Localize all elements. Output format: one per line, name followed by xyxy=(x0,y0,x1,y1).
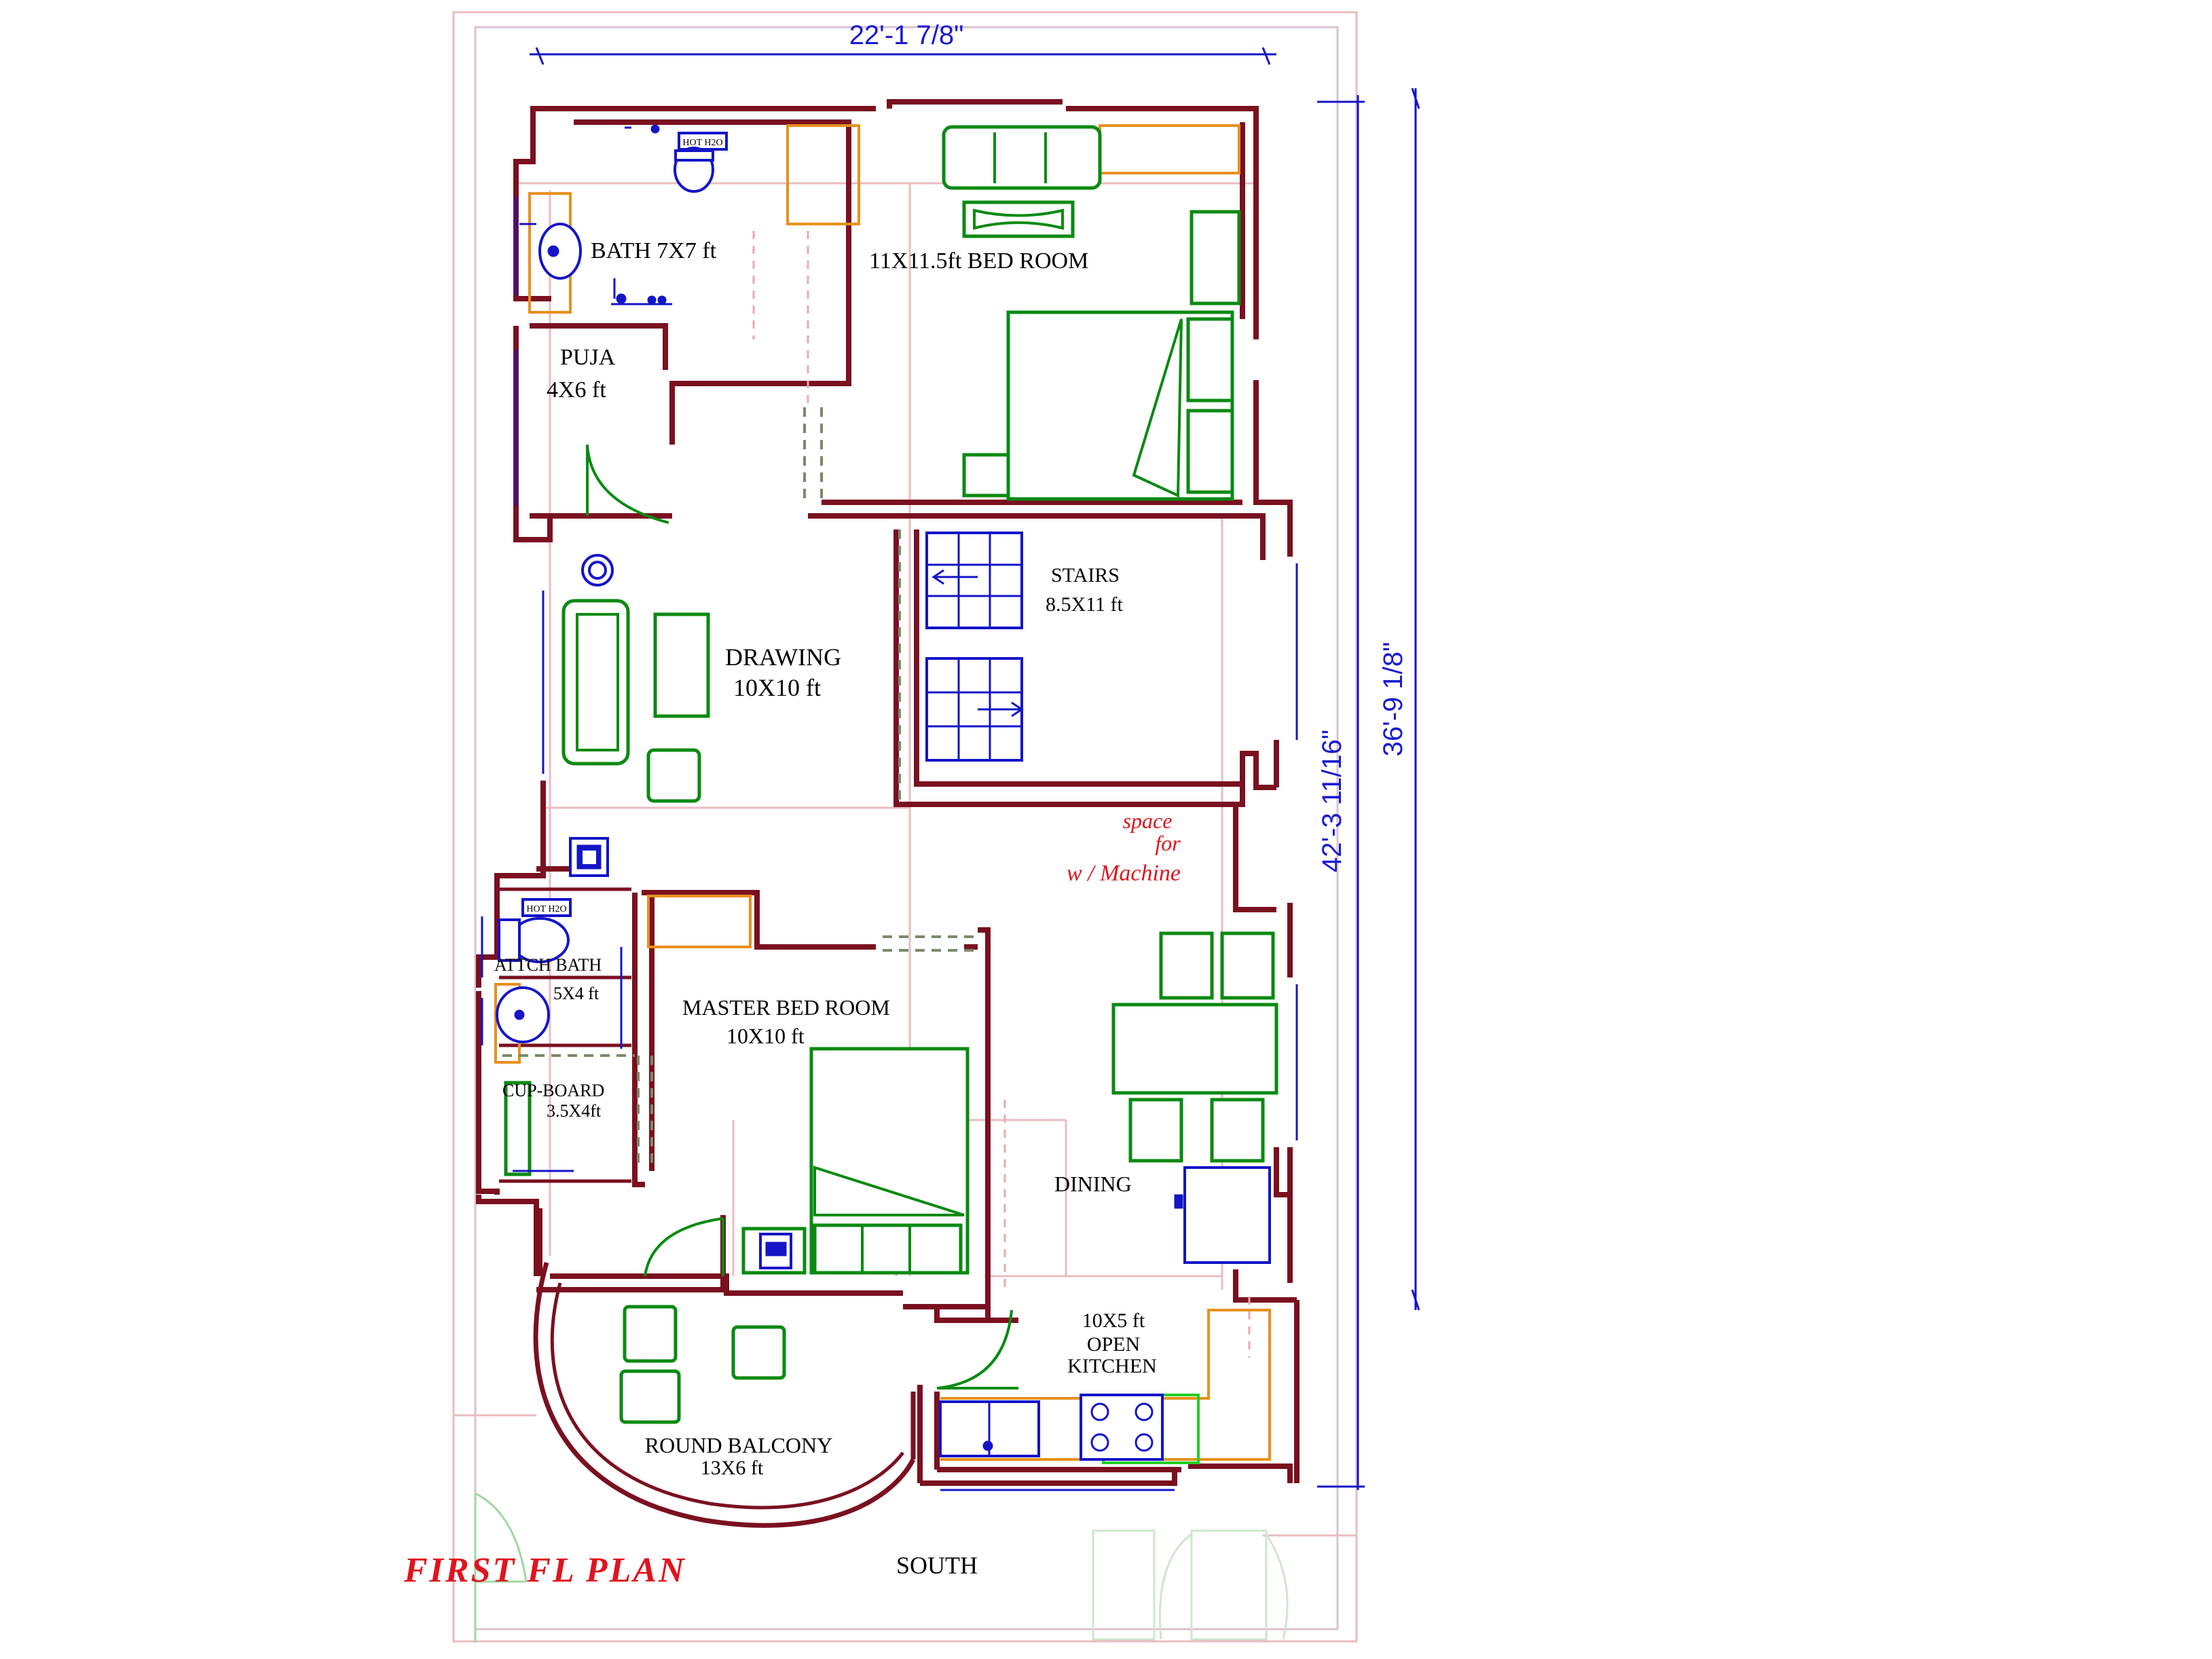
attch-bath-label: ATTCH BATH xyxy=(494,955,602,975)
orientation-label: SOUTH xyxy=(896,1552,978,1579)
windows xyxy=(481,197,1298,1491)
master-bed-size-label: 10X10 ft xyxy=(726,1024,805,1048)
master-bed-furniture xyxy=(741,1047,970,1275)
fridge-icon xyxy=(1183,1166,1271,1264)
puja-size-label: 4X6 ft xyxy=(547,377,606,403)
width-dimension-label: 22'-1 7/8" xyxy=(849,20,964,50)
drawing-sofa-icon xyxy=(561,599,630,766)
kitchen-label-2: KITCHEN xyxy=(1067,1355,1157,1377)
plot-outline xyxy=(452,11,1358,1643)
bath-label: BATH 7X7 ft xyxy=(591,238,717,263)
balcony-furniture xyxy=(619,1305,786,1424)
dining-furniture xyxy=(1111,931,1278,1264)
stove-icon xyxy=(1080,1394,1164,1461)
balcony-size-label: 13X6 ft xyxy=(701,1457,764,1479)
master-bed-label: MASTER BED ROOM xyxy=(682,995,890,1020)
cupboard-size-label: 3.5X4ft xyxy=(547,1101,602,1121)
for-text: for xyxy=(1155,831,1181,855)
height-dimensions: 42'-3 11/16" 36'-9 1/8" xyxy=(1317,88,1420,1490)
entry-door-left xyxy=(474,1492,528,1643)
bedroom-furniture xyxy=(942,125,1241,501)
entry-gate xyxy=(1092,1529,1289,1641)
water-heater-icon xyxy=(678,132,728,151)
round-balcony-wall xyxy=(533,1262,916,1528)
stairs-label: STAIRS xyxy=(1051,564,1120,586)
stairs xyxy=(925,532,1024,762)
cupboard-shelf-icon xyxy=(504,1081,532,1176)
coffee-table-icon xyxy=(653,612,710,718)
cupboard xyxy=(504,1081,574,1176)
kitchen-size-label: 10X5 ft xyxy=(1082,1309,1145,1332)
kitchen-label-1: OPEN xyxy=(1087,1333,1140,1356)
doors xyxy=(586,444,1018,1390)
dining-table-icon xyxy=(1111,1003,1278,1095)
height-inner-label: 42'-3 11/16" xyxy=(1317,730,1347,872)
balcony-label: ROUND BALCONY xyxy=(645,1433,832,1457)
kitchen-fixtures xyxy=(939,1394,1200,1464)
table-icon xyxy=(962,200,1075,238)
drawing-label: DRAWING xyxy=(725,644,841,671)
dining-chair-icon xyxy=(1159,931,1214,1000)
attch-bath-size-label: 5X4 ft xyxy=(553,984,600,1003)
nightstand-icon xyxy=(962,453,1010,498)
machine-annotation: space for w / Machine xyxy=(1067,808,1181,886)
room-labels: BATH 7X7 ft 11X11.5ft BED ROOM PUJA 4X6 … xyxy=(494,238,1157,1479)
plan-title: FIRST FL PLAN xyxy=(403,1551,686,1590)
drawing-size-label: 10X10 ft xyxy=(733,674,821,701)
balcony-chair-icon xyxy=(623,1305,678,1363)
w-machine-text: w / Machine xyxy=(1067,861,1181,886)
cupboard-label: CUP-BOARD xyxy=(502,1081,604,1100)
stairs-size-label: 8.5X11 ft xyxy=(1046,593,1124,616)
hot-water-label-1: HOT H2O xyxy=(682,138,722,148)
dining-label: DINING xyxy=(1054,1172,1132,1196)
dashed-openings xyxy=(502,231,1251,1358)
walls xyxy=(476,99,1299,1486)
water-heater-icon-2 xyxy=(521,898,572,917)
bedroom-label: 11X11.5ft BED ROOM xyxy=(869,248,1088,274)
sofa-icon xyxy=(942,125,1102,190)
attach-bath-fixtures: HOT H2O xyxy=(496,898,623,1049)
space-text: space xyxy=(1123,808,1173,833)
height-outer-label: 36'-9 1/8" xyxy=(1378,642,1408,757)
hot-water-label-2: HOT H2O xyxy=(526,904,566,914)
chair-icon xyxy=(646,748,701,803)
bath-fixtures: HOT H2O xyxy=(519,124,728,305)
width-dimension: 22'-1 7/8" xyxy=(530,20,1276,65)
washbasin-icon xyxy=(538,223,582,280)
wardrobe-icon xyxy=(1190,210,1241,305)
puja-label: PUJA xyxy=(560,345,616,370)
drawing-furniture xyxy=(561,554,710,877)
